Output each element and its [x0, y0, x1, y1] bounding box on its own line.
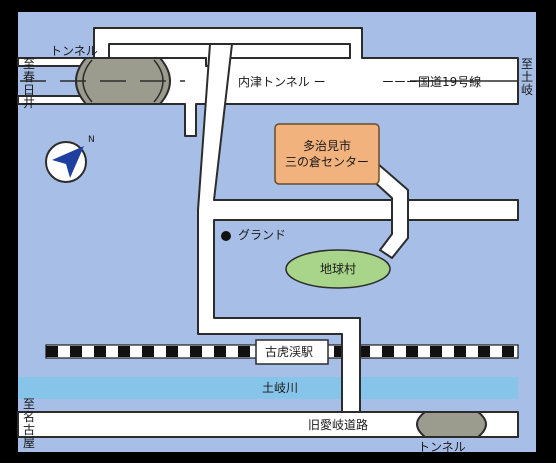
chikyumura-marker [285, 249, 391, 289]
rail-tie [478, 346, 490, 357]
rail-tie [214, 346, 226, 357]
main-north-south-road [197, 43, 519, 438]
north-arrow-icon: N [45, 135, 95, 183]
rail-tie [454, 346, 466, 357]
rail-tie [334, 346, 346, 357]
toki-river-label: 土岐川 [262, 381, 299, 395]
svg-text:N: N [88, 135, 95, 145]
kokokei-station-label: 古虎渓駅 [265, 345, 314, 359]
grand-marker-icon [221, 231, 231, 241]
rail-tie [430, 346, 442, 357]
old-aigi-road [17, 411, 519, 438]
rail-tie [142, 346, 154, 357]
bottom-tunnel [416, 411, 487, 438]
sannokura-center-marker [274, 123, 380, 185]
route-19-label: ーーー国道19号線 [382, 75, 482, 89]
toki-river [18, 377, 518, 399]
rail-tie [406, 346, 418, 357]
grand-label: グランド [238, 228, 287, 242]
center-access-road [369, 163, 409, 259]
rail-tie [46, 346, 58, 357]
old-aigi-road-label: 旧愛岐道路 [308, 418, 369, 432]
to-nagoya-label: 至名古屋 [22, 397, 35, 450]
sannokura-center-label: 多治見市 三の倉センター [275, 138, 379, 170]
center-label-line-2: 三の倉センター [284, 155, 369, 169]
utsu-tunnel-label: 内津トンネル ー [238, 75, 326, 89]
to-kasugai-label: 至春日井 [22, 57, 35, 110]
rail-tie [70, 346, 82, 357]
tunnel-top-label: トンネル [50, 44, 98, 58]
rail-tie [358, 346, 370, 357]
to-toki-label: 至土岐 [520, 57, 533, 97]
rail-tie [166, 346, 178, 357]
center-label-line-1: 多治見市 [302, 139, 351, 153]
rail-tie [238, 346, 250, 357]
rail-tie [118, 346, 130, 357]
station-label-box [255, 339, 329, 365]
rail-tie [190, 346, 202, 357]
chikyumura-label: 地球村 [319, 262, 356, 276]
rail-tie [502, 346, 514, 357]
rail-tie [382, 346, 394, 357]
tunnel-bottom-label: トンネル [418, 440, 466, 454]
rail-tie [94, 346, 106, 357]
